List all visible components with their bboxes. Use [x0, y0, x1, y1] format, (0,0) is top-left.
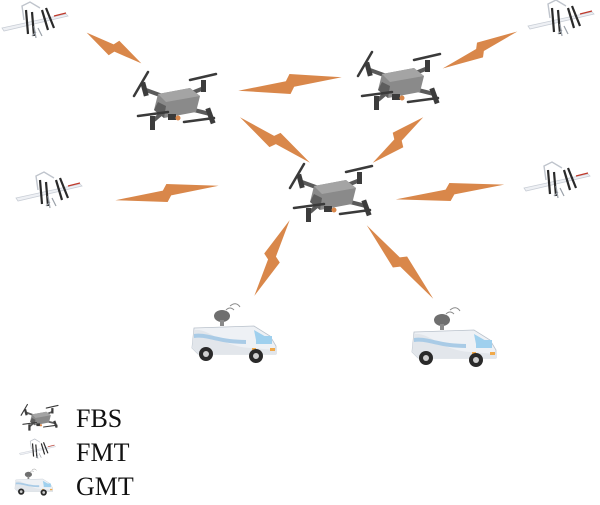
gmt-node-right	[411, 307, 497, 368]
fbs-node-top-right	[356, 50, 442, 112]
legend-icon-gmt	[14, 468, 53, 496]
legend-icon-fmt	[18, 438, 57, 460]
link-fbs-center-fmt-mid-right	[394, 179, 506, 205]
fmt-node-mid-left	[14, 170, 84, 210]
fmt-node-mid-right	[522, 160, 592, 200]
fbs-node-center	[288, 162, 374, 224]
legend-icon-fbs	[20, 403, 59, 432]
gmt-node-left	[191, 303, 277, 364]
link-fmt-mid-left-fbs-center	[114, 180, 220, 206]
fmt-node-top-left	[0, 0, 70, 40]
link-fbs-center-gmt-left	[243, 217, 301, 299]
legend-label-gmt: GMT	[76, 472, 134, 501]
link-fbs-top-left-fbs-center	[236, 107, 314, 173]
legend-label-fmt: FMT	[76, 438, 130, 467]
fbs-node-top-left	[132, 70, 218, 132]
fixed-wing-drone-icon	[18, 438, 57, 460]
quadcopter-drone-icon	[20, 403, 59, 432]
link-fbs-center-gmt-right	[362, 217, 438, 307]
fmt-node-top-right	[526, 0, 596, 38]
satellite-van-icon	[14, 468, 53, 496]
link-fbs-top-right-fbs-center	[365, 112, 431, 168]
legend-label-fbs: FBS	[76, 404, 123, 433]
link-fbs-top-left-fbs-top-right	[237, 71, 343, 97]
link-fbs-top-right-fmt-top-right	[438, 26, 522, 74]
link-fmt-top-left-fbs-top-left	[83, 22, 145, 74]
